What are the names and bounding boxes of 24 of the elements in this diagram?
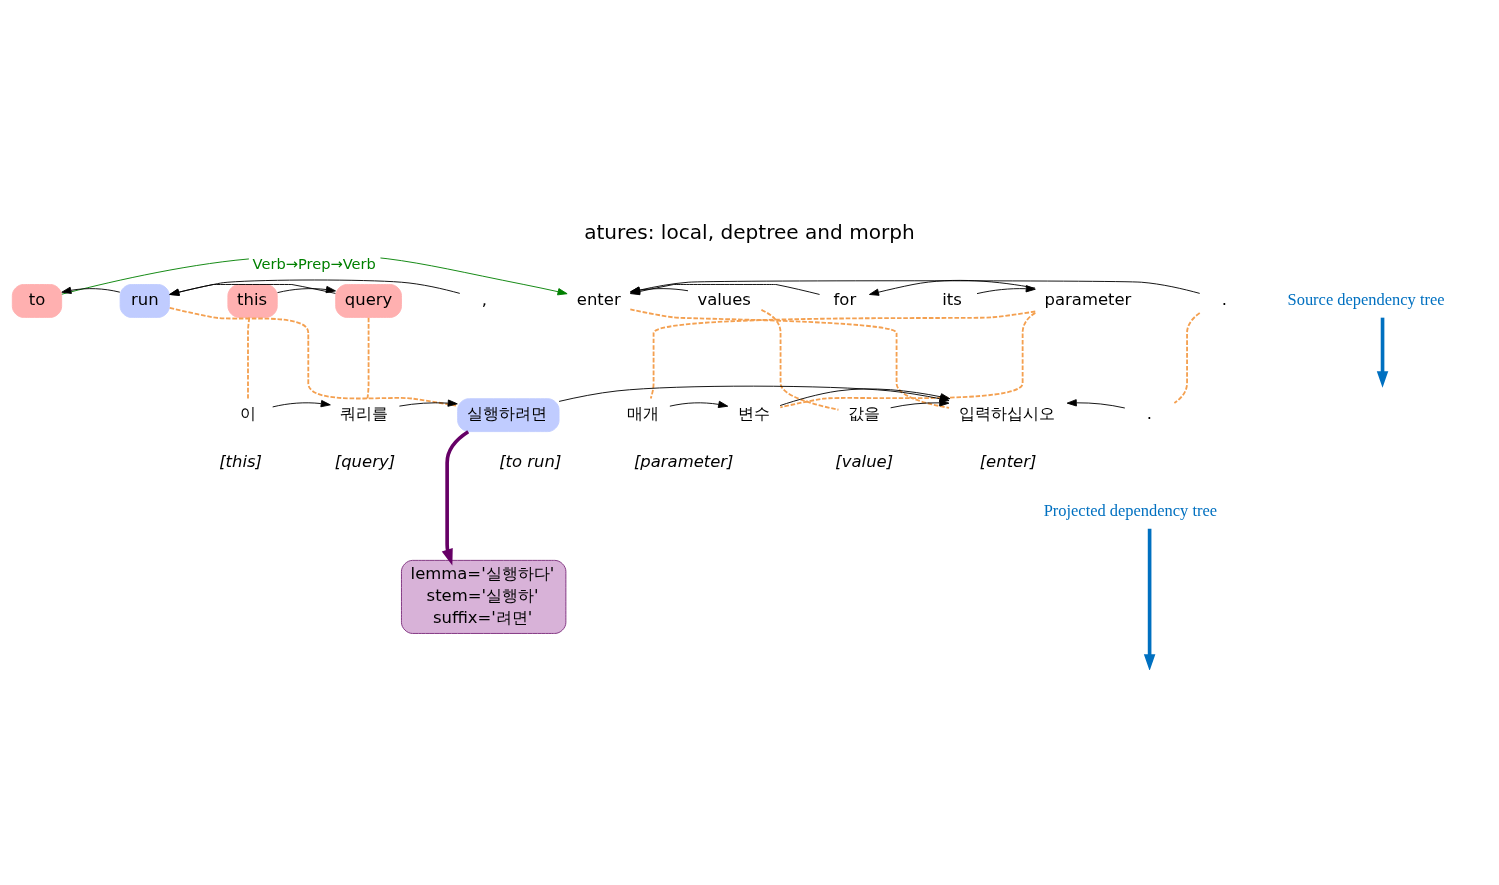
node-text: Source dependency tree <box>1287 289 1445 309</box>
node-text: . <box>1221 289 1227 309</box>
node-text: 이 <box>239 403 256 423</box>
node-text: Projected dependency tree <box>1043 500 1218 520</box>
edge-label: Verb→Prep→Verb <box>252 254 376 272</box>
node-text: 값을 <box>848 403 881 423</box>
node-label: [enter] <box>979 451 1037 471</box>
node-text: parameter <box>1044 289 1132 309</box>
node-label: [value] <box>835 451 894 471</box>
node-text: its <box>942 289 962 309</box>
diagram-title: atures: local, deptree and morph <box>584 219 915 244</box>
node-text: , <box>481 289 488 309</box>
node-text: 쿼리를 <box>340 403 389 423</box>
node-label: [this] <box>219 451 263 471</box>
node-label: [query] <box>334 451 396 471</box>
node-text: 변수 <box>737 403 770 423</box>
node-text: values <box>697 289 751 309</box>
node-text: enter <box>576 289 621 309</box>
node-text: . <box>1146 403 1153 423</box>
node-text: for <box>833 289 857 309</box>
node-text: 입력하십시오 <box>958 403 1055 423</box>
node-label: [parameter] <box>633 451 734 471</box>
node-text: 매개 <box>627 403 660 423</box>
node-label: [to run] <box>499 451 562 471</box>
